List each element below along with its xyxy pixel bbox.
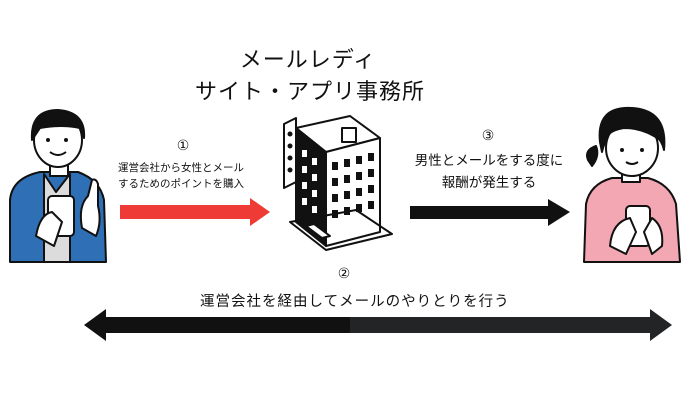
building-side-windows (302, 150, 317, 213)
step-1-number: ① (176, 138, 190, 154)
step-1-arrow (120, 198, 270, 226)
building-illustration (283, 115, 393, 251)
step-2-text: 運営会社を経由してメールのやりとりを行う (200, 294, 510, 310)
step-2-double-arrow (84, 309, 672, 341)
step-2-number: ② (337, 266, 351, 282)
title-line-2: サイト・アプリ事務所 (194, 80, 425, 105)
step-1-text-line-1: 運営会社から女性とメール (118, 162, 244, 174)
step-3-number: ③ (481, 128, 495, 144)
step-1-text-line-2: するためのポイントを購入 (118, 178, 244, 190)
woman-illustration (583, 106, 681, 263)
step-3-text-line-1: 男性とメールをする度に (414, 153, 564, 169)
man-illustration (9, 109, 107, 263)
step-3-arrow (410, 199, 570, 226)
step-3-text-line-2: 報酬が発生する (441, 175, 537, 191)
title-line-1: メールレディ (239, 48, 377, 73)
